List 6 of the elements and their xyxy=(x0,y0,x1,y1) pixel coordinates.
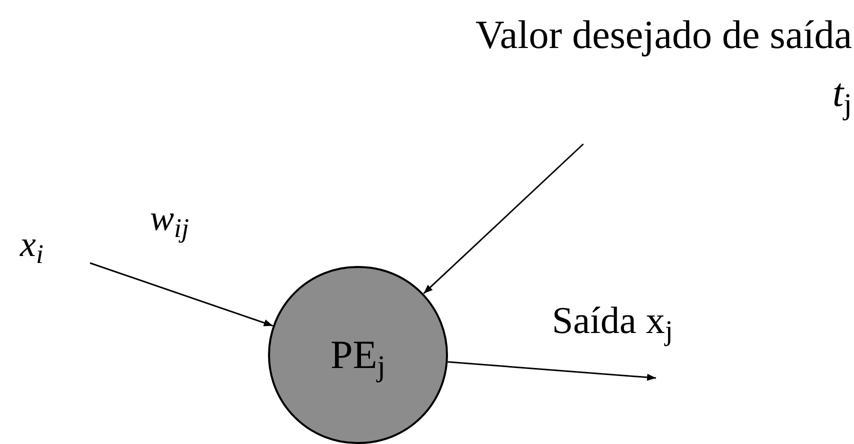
node-label: PE$_{j}$ xyxy=(330,331,386,380)
arrow xyxy=(423,143,584,294)
arrow xyxy=(448,361,656,381)
annotation-text: x$_{i}$ xyxy=(20,223,44,267)
arrow xyxy=(90,262,274,326)
annotation-text: Valor desejado de saída t$_{j}$ xyxy=(474,11,852,122)
